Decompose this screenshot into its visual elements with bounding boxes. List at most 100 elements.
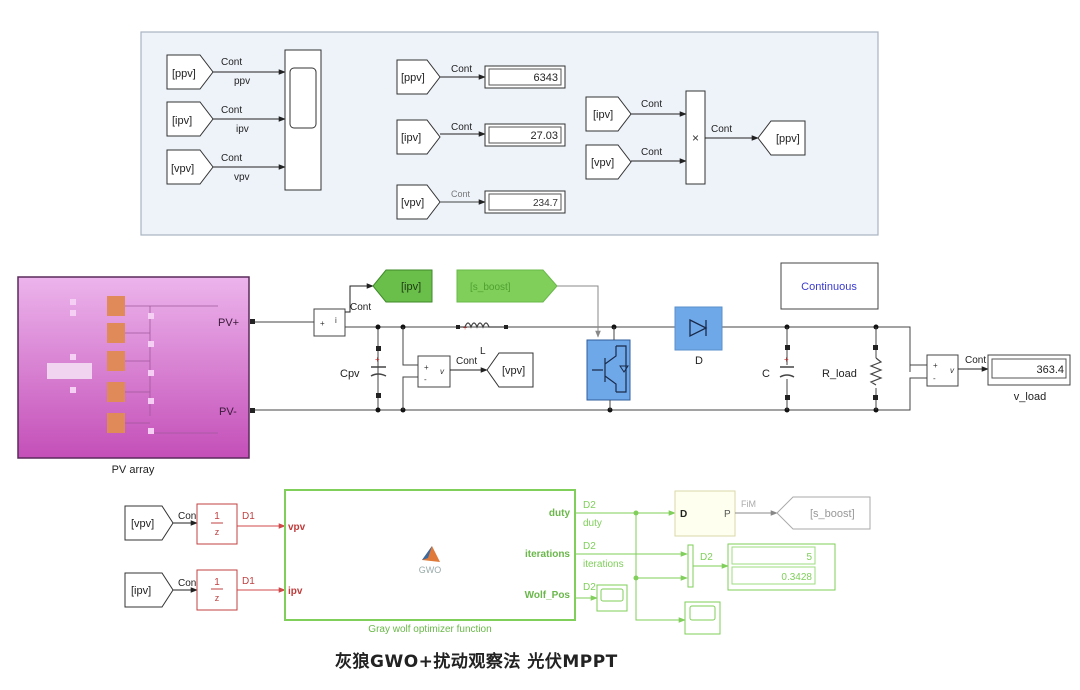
product-block[interactable]: × — [685, 90, 706, 185]
rload-label: R_load — [822, 368, 857, 380]
port-pv-plus: PV+ — [218, 317, 239, 329]
goto-s-boost[interactable]: [s_boost] — [776, 496, 871, 530]
line-label: Cont — [641, 147, 662, 158]
unit-delay-vpv[interactable]: 1 z — [196, 503, 238, 545]
svg-text:i: i — [335, 316, 337, 325]
svg-text:z: z — [215, 593, 220, 603]
scope-duty[interactable] — [684, 601, 721, 635]
from-vpv-control[interactable]: [vpv] — [124, 505, 174, 541]
svg-text:+: + — [933, 361, 938, 370]
from-tag-vpv: [vpv] — [131, 518, 154, 530]
scope-icon — [289, 67, 317, 129]
goto-tag-vpv: [vpv] — [502, 365, 525, 377]
port-pv-minus: PV- — [219, 406, 237, 418]
svg-text:v: v — [950, 366, 955, 375]
product-input-vpv[interactable]: [vpv] — [585, 144, 632, 180]
gwo-icon-text: GWO — [419, 565, 442, 575]
monitor-subsystem-panel: [ppv] Cont ppv [ipv] Cont ipv [vpv] Cont… — [140, 31, 879, 236]
wire — [252, 383, 911, 411]
svg-text:-: - — [933, 374, 936, 383]
display-input-ipv[interactable]: [ipv] — [396, 119, 441, 155]
scope-block[interactable] — [284, 49, 322, 191]
pwm-generator[interactable]: D P — [674, 490, 736, 537]
diode-d[interactable] — [674, 306, 723, 351]
powergui-block[interactable]: Continuous — [780, 262, 879, 310]
svg-text:+: + — [375, 355, 380, 364]
display-input-vpv[interactable]: [vpv] — [396, 184, 441, 220]
goto-ipv[interactable]: [ipv] — [372, 269, 433, 303]
inductor-l[interactable]: + — [456, 322, 508, 332]
from-tag-vpv: [vpv] — [591, 157, 614, 169]
display-ipv[interactable]: 27.03 — [484, 123, 566, 147]
resistor-rload[interactable] — [868, 327, 884, 410]
from-s-boost[interactable]: [s_boost] — [456, 269, 558, 303]
svg-text:v: v — [440, 367, 445, 376]
svg-text:iterations: iterations — [583, 559, 624, 570]
line-label: Cont — [965, 355, 986, 366]
capacitor-cpv[interactable]: + — [370, 327, 387, 410]
matlab-logo-icon — [422, 546, 440, 562]
line-label: Cont — [221, 153, 242, 164]
pv-array-label: PV array — [112, 464, 155, 476]
pv-module-cells — [47, 296, 218, 434]
goto-tag-ppv: [ppv] — [776, 133, 800, 145]
voltage-sensor-pv[interactable]: + - v — [417, 355, 451, 388]
line-label: Cont — [641, 99, 662, 110]
line-label: Cont — [711, 124, 732, 135]
product-input-ipv[interactable]: [ipv] — [585, 96, 632, 132]
scope-input-ppv[interactable]: [ppv] — [166, 54, 214, 90]
svg-text:1: 1 — [214, 511, 220, 522]
mux-block[interactable] — [687, 544, 694, 588]
iterations-value: 5 — [806, 552, 812, 563]
pv-array-block[interactable]: PV+ PV- — [17, 276, 250, 459]
scope-wolf-pos[interactable] — [596, 584, 628, 612]
line-label: Cont — [451, 64, 472, 75]
display-input-ppv[interactable]: [ppv] — [396, 59, 441, 95]
gwo-matlab-function-block[interactable]: vpv ipv duty iterations Wolf_Pos GWO — [284, 489, 576, 621]
svg-text:FiM: FiM — [741, 499, 756, 509]
display-value: 27.03 — [530, 130, 558, 142]
line-label: Cont — [456, 356, 477, 367]
gwo-block-label: Gray wolf optimizer function — [368, 624, 491, 635]
igbt-switch[interactable] — [586, 339, 631, 401]
display-value: 6343 — [534, 72, 558, 84]
port-wolf-pos: Wolf_Pos — [525, 590, 571, 601]
from-tag-ipv: [ipv] — [401, 132, 421, 144]
cap-label: C — [762, 368, 770, 380]
goto-vpv[interactable]: [vpv] — [486, 352, 534, 388]
svg-text:D2: D2 — [700, 552, 713, 563]
current-sensor[interactable]: + i — [313, 308, 346, 337]
display-vload[interactable]: 363.4 — [987, 354, 1071, 386]
display-iterations-duty[interactable]: 5 0.3428 — [727, 543, 836, 591]
vload-label: v_load — [1014, 391, 1046, 403]
scope-input-ipv[interactable]: [ipv] — [166, 101, 214, 137]
from-tag-ipv: [ipv] — [172, 115, 192, 127]
line-label: Cont — [178, 578, 199, 589]
signal-line — [345, 283, 374, 313]
signal-name: vpv — [234, 172, 250, 183]
goto-ppv[interactable]: [ppv] — [757, 120, 806, 156]
svg-text:1: 1 — [214, 577, 220, 588]
from-tag-ppv: [ppv] — [172, 68, 196, 80]
display-value: 363.4 — [1036, 364, 1064, 376]
voltage-sensor-load[interactable]: + - v — [926, 354, 959, 387]
svg-text:D2: D2 — [583, 582, 596, 593]
mppt-control: [vpv] Cont 1 z D1 [ipv] Cont 1 z D1 vpv — [124, 489, 871, 635]
goto-tag-s-boost: [s_boost] — [810, 508, 855, 520]
inductor-label: L — [480, 346, 486, 357]
unit-delay-ipv[interactable]: 1 z — [196, 569, 238, 611]
line-label: Cont — [451, 189, 471, 199]
line-label: Cont — [221, 105, 242, 116]
multiply-icon: × — [692, 131, 699, 145]
scope-input-vpv[interactable]: [vpv] — [166, 149, 214, 185]
duty-value: 0.3428 — [781, 572, 812, 583]
rate-label: D1 — [242, 511, 255, 522]
port-vpv: vpv — [288, 522, 306, 533]
display-vpv[interactable]: 234.7 — [484, 190, 566, 214]
capacitor-c[interactable]: + — [779, 327, 795, 410]
from-ipv-control[interactable]: [ipv] — [124, 572, 174, 608]
display-ppv[interactable]: 6343 — [484, 65, 566, 89]
svg-text:+: + — [463, 325, 467, 332]
display-value: 234.7 — [533, 198, 558, 209]
